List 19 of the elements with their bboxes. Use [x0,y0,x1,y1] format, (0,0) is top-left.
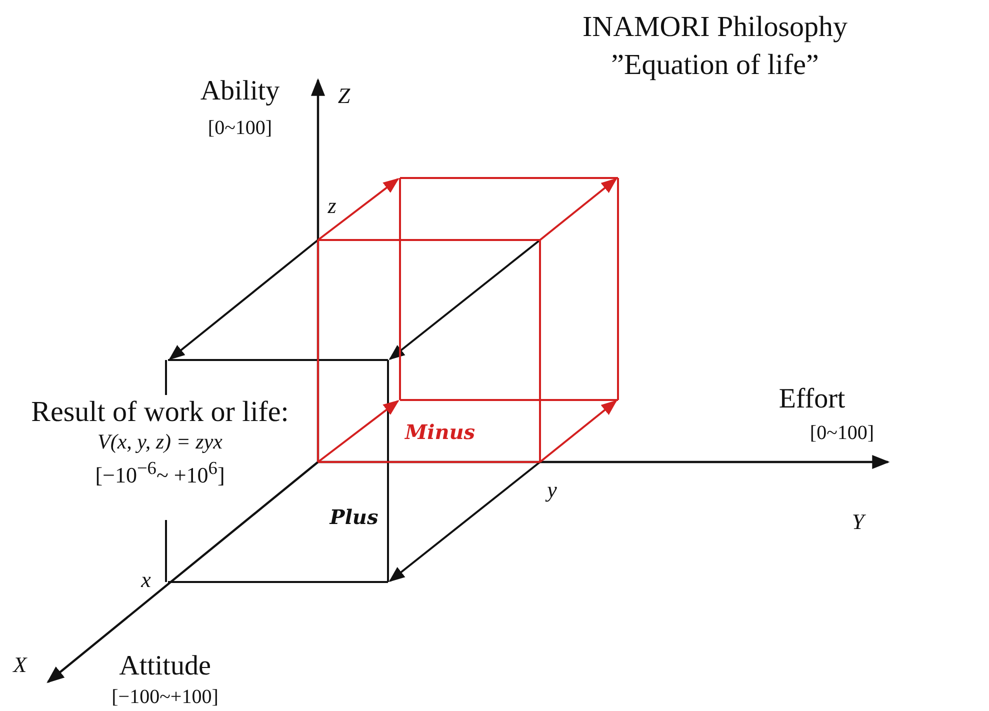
axis-letter: Y [852,510,864,534]
point-label: y [547,478,557,502]
point-label: z [328,194,336,218]
point-label: x [141,568,151,592]
region-label: Plus [330,506,378,528]
axis-letter: X [13,652,27,678]
title: INAMORI Philosophy [582,12,848,44]
axis-label: Result of work or life: [31,397,289,429]
subtitle: ”Equation of life” [611,50,819,82]
axis-label: Ability [200,76,280,108]
range-label: [−10$^{−6}$~ +10$^{6}$] [95,458,225,488]
region-label: Minus [404,421,476,443]
range-label: [−100~+100] [112,686,218,708]
axis-label: Effort [778,384,846,416]
axis-letter: Z [338,84,350,108]
axis-label: Attitude [119,652,211,682]
range-label: [0~100] [810,422,874,444]
formula: V(x, y, z) = zyx [98,430,222,454]
range-label: [0~100] [208,117,272,139]
